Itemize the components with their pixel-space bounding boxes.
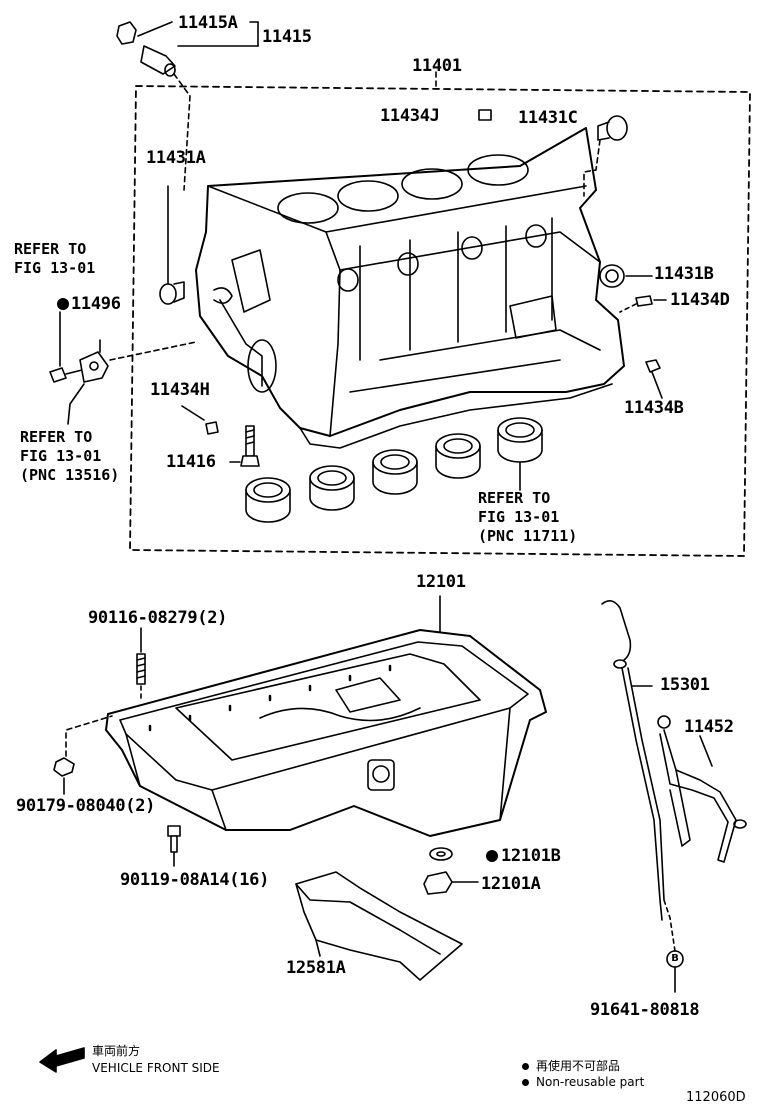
bearing-4 <box>435 433 481 479</box>
part-label-11434B: 11434B <box>624 398 684 418</box>
refer-note-3-line-1: REFER TO <box>478 489 551 507</box>
plug-11431A <box>159 185 185 305</box>
part-label-11434H: 11434H <box>150 380 210 400</box>
dipstick-guide-11452 <box>657 715 747 863</box>
plug-11431C <box>583 115 628 197</box>
refer-note-2-line-1: REFER TO <box>20 428 93 446</box>
legend-marker <box>522 1063 529 1070</box>
plug-11415 <box>116 21 259 191</box>
refer-note-1-line-1: REFER TO <box>14 240 87 258</box>
vehicle-front-label: VEHICLE FRONT SIDE <box>92 1061 220 1075</box>
vehicle-front-label-jp: 車両前方 <box>92 1044 141 1058</box>
figure-id: 112060D <box>686 1090 746 1105</box>
nut-90179 <box>53 715 113 795</box>
bearing-5 <box>497 417 543 463</box>
part-label-11496: 11496 <box>71 294 121 314</box>
part-label-90179-08040: 90179-08040(2) <box>16 796 156 816</box>
legend-marker <box>522 1079 529 1086</box>
part-label-11434D: 11434D <box>670 290 730 310</box>
bearing-3 <box>372 449 418 495</box>
part-label-11434J: 11434J <box>380 106 440 126</box>
pin-11434H <box>181 405 219 435</box>
non-reusable-marker <box>57 298 69 310</box>
oil-pan-12101 <box>105 595 547 837</box>
part-label-11401: 11401 <box>412 56 462 76</box>
baffle-12581A <box>295 871 463 981</box>
part-label-15301: 15301 <box>660 675 710 695</box>
part-label-91641-80818: 91641-80818 <box>590 1000 700 1020</box>
non-reusable-legend: Non-reusable part <box>536 1075 645 1089</box>
bearing-2 <box>309 465 355 511</box>
pin-11434D <box>619 295 667 313</box>
plug-11431B <box>599 264 653 288</box>
pin-11434J <box>478 109 492 121</box>
cylinder-block-11401 <box>195 127 625 449</box>
non-reusable-marker <box>486 850 498 862</box>
bolt-90119 <box>167 825 181 867</box>
refer-note-1-line-2: FIG 13-01 <box>14 259 96 277</box>
stud-90116 <box>136 627 146 701</box>
circle-b-label: B <box>671 953 679 964</box>
front-arrow-icon <box>39 1047 85 1073</box>
refer-note-2-line-3: (PNC 13516) <box>20 466 120 484</box>
refer-note-3-line-2: FIG 13-01 <box>478 508 560 526</box>
part-label-12101A: 12101A <box>481 874 541 894</box>
drain-plug-12101A <box>423 871 479 895</box>
part-label-11452: 11452 <box>684 717 734 737</box>
dipstick-15301 <box>601 600 665 921</box>
refer-note-2-line-2: FIG 13-01 <box>20 447 102 465</box>
part-label-12581A: 12581A <box>286 958 346 978</box>
part-label-11415: 11415 <box>262 27 312 47</box>
block-assembly-frame <box>129 85 751 557</box>
refer-note-3-line-3: (PNC 11711) <box>478 527 578 545</box>
part-label-90116-08279: 90116-08279(2) <box>88 608 228 628</box>
bolt-11416 <box>229 425 260 467</box>
gasket-12101B <box>429 847 453 861</box>
part-label-11416: 11416 <box>166 452 216 472</box>
part-label-12101B: 12101B <box>501 846 561 866</box>
part-label-11431B: 11431B <box>654 264 714 284</box>
part-label-11431A: 11431A <box>146 148 206 168</box>
bracket-11496 <box>49 311 197 425</box>
part-label-11415A: 11415A <box>178 13 238 33</box>
clamp-91641 <box>663 899 684 993</box>
bearing-1 <box>245 477 291 523</box>
part-label-90119-08A14: 90119-08A14(16) <box>120 870 270 890</box>
pin-11434B <box>645 359 663 399</box>
non-reusable-legend-jp: 再使用不可部品 <box>536 1059 621 1073</box>
part-label-12101: 12101 <box>416 572 466 592</box>
part-label-11431C: 11431C <box>518 108 578 128</box>
